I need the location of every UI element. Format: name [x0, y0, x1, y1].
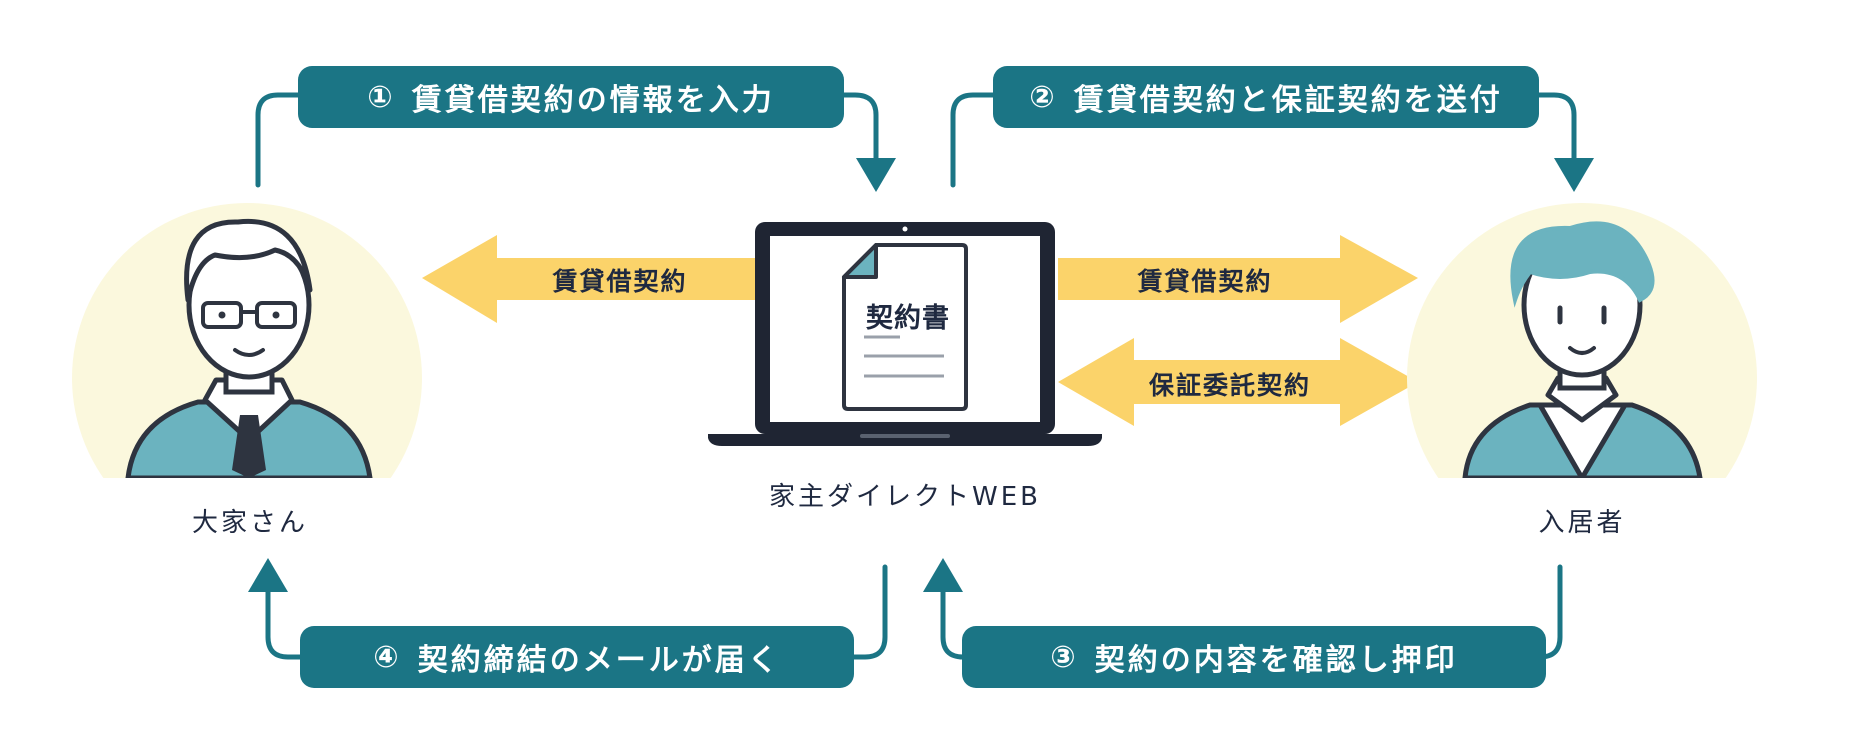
step-4-label: 契約締結のメールが届く [417, 643, 781, 678]
glasses-icon [201, 301, 243, 329]
arrow-left-lease [422, 235, 755, 323]
arrow-label-to-owner: 賃貸借契約 [552, 267, 688, 296]
laptop-icon [708, 222, 1102, 446]
connector-step1-end [837, 92, 879, 163]
step-3-pill: ③ 契約の内容を確認し押印 [962, 626, 1546, 688]
owner-illustration [72, 203, 422, 478]
owner-label: 大家さん [191, 508, 308, 538]
step-3-number: ③ [1050, 639, 1079, 675]
tenant-hair [1510, 221, 1655, 308]
connector-step4-start [847, 564, 888, 660]
document-icon [842, 243, 968, 411]
step-4-number: ④ [373, 639, 402, 675]
step-2-number: ② [1029, 79, 1058, 115]
connector-step4-end [265, 587, 303, 660]
owner-hair [184, 218, 313, 303]
tenant-label: 入居者 [1538, 508, 1626, 538]
arrow-right-lease [1058, 235, 1418, 323]
arrowhead-up-icon [923, 558, 963, 592]
arrowhead-down-icon [1554, 158, 1594, 192]
connector-step2-start [950, 92, 998, 188]
tenant-illustration [1407, 203, 1757, 478]
connector-step1-start [255, 92, 303, 188]
owner-tie [232, 415, 266, 478]
system-label: 家主ダイレクトWEB [769, 482, 1041, 512]
step-4-pill: ④ 契約締結のメールが届く [300, 626, 854, 688]
step-2-label: 賃貸借契約と保証契約を送付 [1073, 83, 1503, 118]
arrow-label-to-tenant: 賃貸借契約 [1137, 267, 1273, 296]
laptop-base [708, 434, 1102, 446]
step-2-pill: ② 賃貸借契約と保証契約を送付 [993, 66, 1539, 128]
step-3-label: 契約の内容を確認し押印 [1094, 643, 1458, 678]
connector-step3-end [940, 587, 966, 660]
arrowhead-down-icon [856, 158, 896, 192]
step-1-number: ① [367, 79, 396, 115]
step-1-pill: ① 賃貸借契約の情報を入力 [298, 66, 844, 128]
arrowhead-up-icon [248, 558, 288, 592]
document-title: 契約書 [866, 303, 950, 334]
step-1-label: 賃貸借契約の情報を入力 [411, 83, 775, 118]
connector-step2-end [1532, 92, 1577, 163]
arrow-double-guarantee [1058, 338, 1418, 426]
arrow-label-guarantee: 保証委託契約 [1148, 371, 1311, 400]
